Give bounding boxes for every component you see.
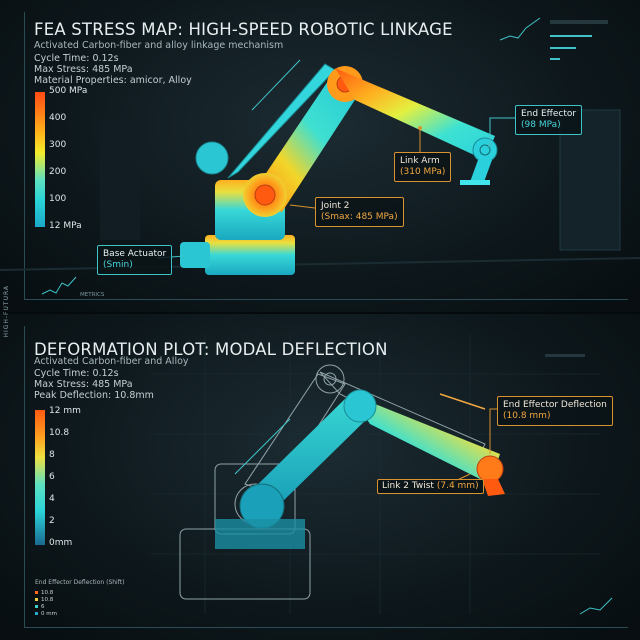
stress-map-panel: FEA STRESS MAP: HIGH-SPEED ROBOTIC LINKA… bbox=[0, 0, 640, 314]
subtitle: Activated Carbon-fiber and Alloy bbox=[34, 356, 189, 367]
scale-label: 12 MPa bbox=[49, 221, 82, 231]
legend-item: 10.8 bbox=[35, 590, 57, 597]
callout-end-effector: End Effector (98 MPa) bbox=[515, 105, 583, 135]
callout-link-arm: Link Arm (310 MPa) bbox=[394, 152, 452, 182]
scale-label: 400 bbox=[49, 113, 67, 123]
subtitle: Activated Carbon-fiber and alloy linkage… bbox=[34, 40, 284, 51]
callout-joint-2: Joint 2 (Smax: 485 MPa) bbox=[315, 197, 404, 227]
panel-frame bbox=[24, 12, 628, 300]
callout-link-2-twist: Link 2 Twist (7.4 mm) bbox=[377, 479, 484, 494]
scale-label: 500 MPa bbox=[49, 86, 88, 96]
metrics-label: METRICS bbox=[80, 292, 105, 298]
deflection-color-scale bbox=[35, 410, 45, 545]
deformation-robot-illustration bbox=[150, 334, 613, 615]
scale-label: 8 bbox=[49, 450, 55, 460]
callout-label: End Effector Deflection bbox=[503, 400, 607, 410]
legend-label: 10.8 bbox=[41, 590, 54, 596]
stress-robot-illustration bbox=[0, 17, 640, 295]
callout-label: Link 2 Twist bbox=[382, 481, 434, 491]
meta-cycle-time: Cycle Time: 0.12s bbox=[34, 368, 119, 379]
meta-cycle-time: Cycle Time: 0.12s bbox=[34, 53, 119, 64]
panel-frame bbox=[24, 326, 628, 628]
callout-value: (10.8 mm) bbox=[503, 411, 551, 421]
legend-label: 0 mm bbox=[41, 611, 57, 617]
legend-swatch bbox=[35, 612, 38, 615]
legend-item: 10.8 bbox=[35, 597, 57, 604]
side-label: HIGH-FUTURA bbox=[3, 285, 10, 338]
meta-max-stress: Max Stress: 485 MPa bbox=[34, 64, 133, 75]
legend-item: 0 mm bbox=[35, 611, 57, 618]
scale-label: 300 bbox=[49, 140, 67, 150]
callout-value: (98 MPa) bbox=[521, 120, 561, 130]
meta-peak-deflection: Peak Deflection: 10.8mm bbox=[34, 390, 154, 401]
scale-label: 100 bbox=[49, 194, 67, 204]
meta-max-stress: Max Stress: 485 MPa bbox=[34, 379, 133, 390]
legend-swatch bbox=[35, 591, 38, 594]
legend-swatch bbox=[35, 605, 38, 608]
deformation-panel: DEFORMATION PLOT: MODAL DEFLECTION Activ… bbox=[0, 314, 640, 640]
callout-label: Base Actuator bbox=[103, 249, 167, 259]
scale-label: 10.8 bbox=[49, 428, 70, 438]
legend-item: 6 bbox=[35, 604, 57, 611]
scale-label: 0mm bbox=[49, 538, 73, 548]
legend-swatch bbox=[35, 598, 38, 601]
callout-label: End Effector bbox=[521, 109, 577, 119]
callout-value: (Smax: 485 MPa) bbox=[321, 212, 398, 222]
legend-title: End Effector Deflection (Shift) bbox=[35, 579, 125, 586]
page-title: DEFORMATION PLOT: MODAL DEFLECTION bbox=[34, 340, 388, 359]
scale-label: 4 bbox=[49, 494, 55, 504]
legend-label: 10.8 bbox=[41, 597, 54, 603]
page-title: FEA STRESS MAP: HIGH-SPEED ROBOTIC LINKA… bbox=[34, 20, 453, 39]
callout-base-actuator: Base Actuator (Smin) bbox=[97, 245, 173, 275]
callout-end-effector-deflection: End Effector Deflection (10.8 mm) bbox=[497, 396, 613, 426]
callout-label: Joint 2 bbox=[321, 201, 350, 211]
scale-label: 2 bbox=[49, 516, 55, 526]
meta-material: Material Properties: amicor, Alloy bbox=[34, 75, 192, 86]
callout-value: (310 MPa) bbox=[400, 167, 446, 177]
callout-label: Link Arm bbox=[400, 156, 440, 166]
scale-label: 6 bbox=[49, 472, 55, 482]
scale-label: 200 bbox=[49, 167, 67, 177]
callout-value: (Smin) bbox=[103, 260, 133, 270]
legend-label: 6 bbox=[41, 604, 45, 610]
scale-label: 12 mm bbox=[49, 406, 81, 416]
stress-color-scale bbox=[35, 92, 45, 227]
callout-value: (7.4 mm) bbox=[436, 481, 479, 491]
